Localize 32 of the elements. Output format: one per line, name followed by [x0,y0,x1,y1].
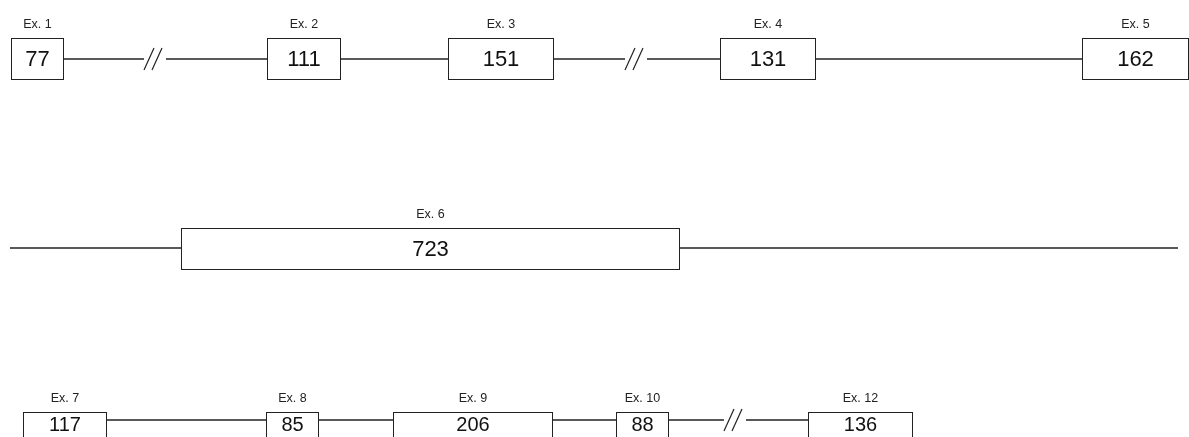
exon-box: 117 [23,412,107,437]
connector-line [668,419,809,421]
connector-line [9,247,182,249]
exon-box: 131 [720,38,816,80]
exon-box: 136 [808,412,913,437]
connector-line [553,58,721,60]
exon-label: Ex. 6 [416,206,445,223]
connector-line [106,419,267,421]
exon-box: 77 [11,38,64,80]
exon-box: 151 [448,38,554,80]
connector-line [552,419,617,421]
connector-line [340,58,449,60]
exon-box: 88 [616,412,669,437]
exon-box: 206 [393,412,553,437]
exon-label: Ex. 9 [458,390,488,407]
exon-label: Ex. 5 [1121,16,1150,33]
exon-label: Ex. 4 [753,16,783,33]
exon-label: Ex. 3 [486,16,516,33]
exon-box: 85 [266,412,319,437]
exon-box: 723 [181,228,680,270]
connector-line [318,419,394,421]
connector-line [815,58,1083,60]
connector-line [63,58,268,60]
exon-label: Ex. 8 [278,390,307,407]
connector-line [679,247,1179,249]
exon-box: 111 [267,38,341,80]
exon-box: 162 [1082,38,1189,80]
exon-label: Ex. 7 [50,390,80,407]
exon-label: Ex. 1 [23,16,52,33]
exon-label: Ex. 10 [624,390,661,407]
exon-label: Ex. 2 [289,16,319,33]
exon-label: Ex. 12 [842,390,879,407]
